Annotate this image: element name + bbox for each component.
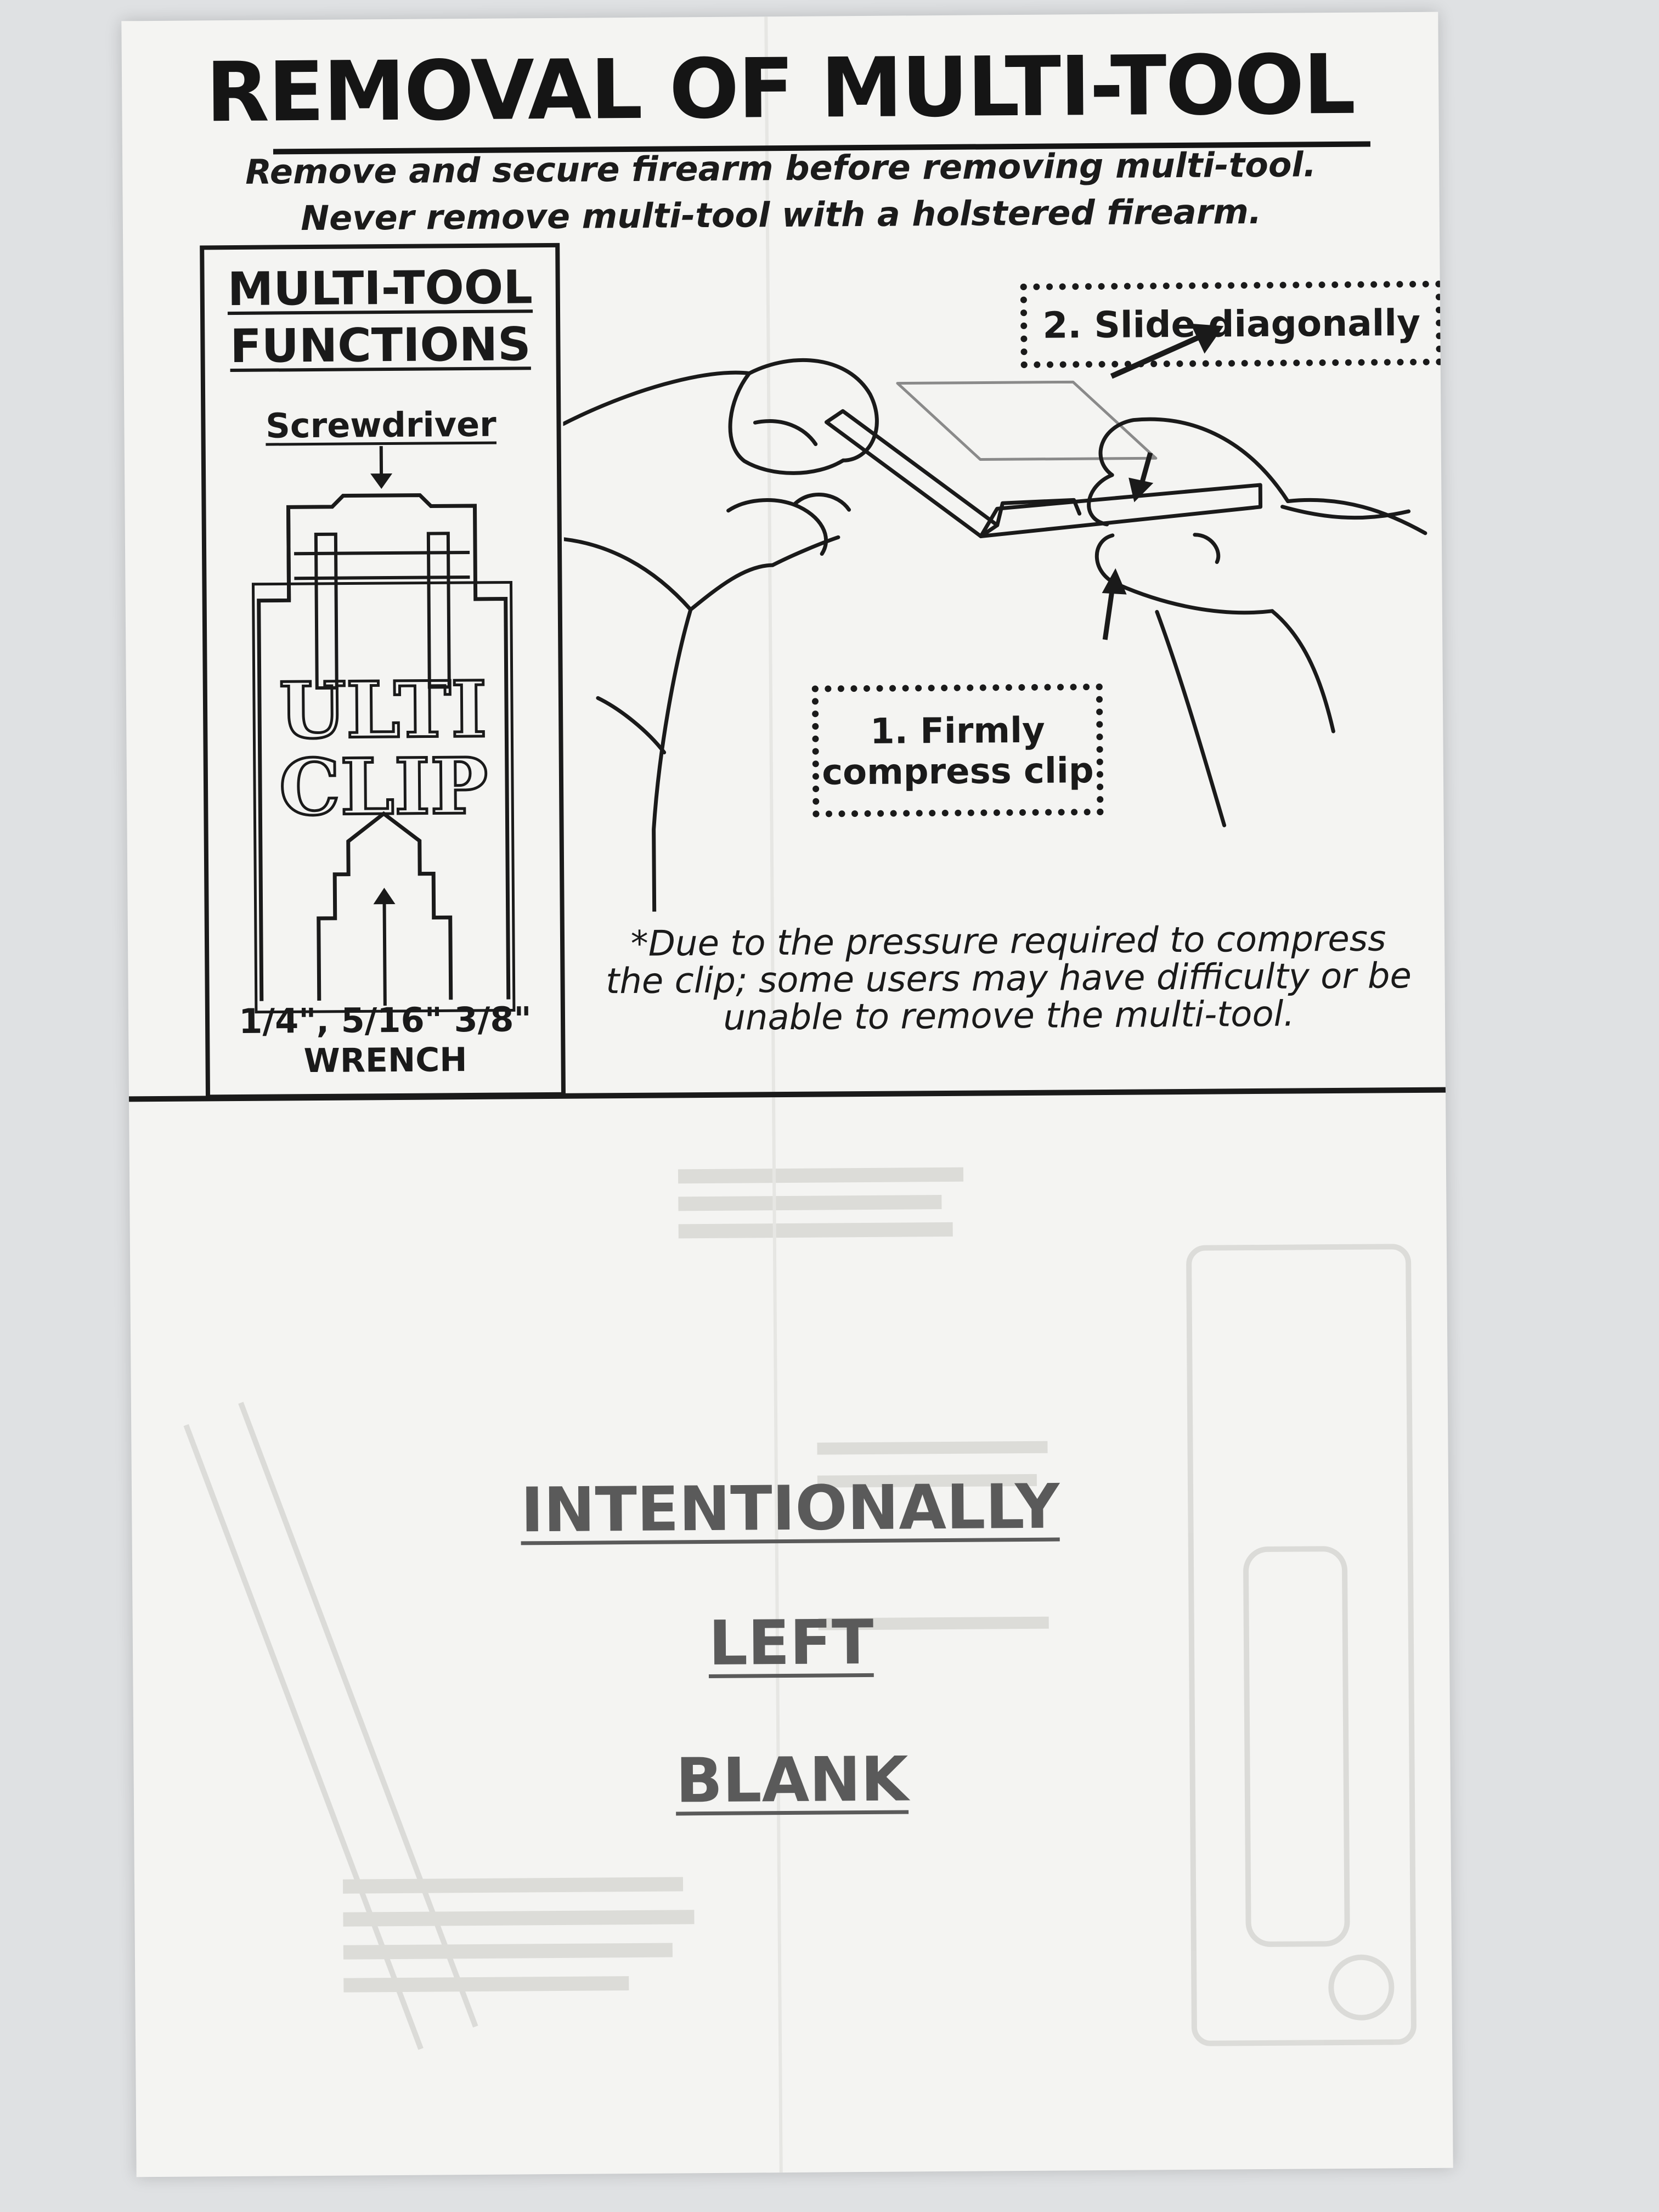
brand-line-1: ULTI bbox=[279, 665, 487, 757]
wrench-label: WRENCH bbox=[303, 1041, 467, 1081]
hands-removing-multi-tool-illustration bbox=[562, 323, 1427, 912]
page-title: REMOVAL OF MULTI-TOOL bbox=[205, 37, 1355, 141]
step-1-compress-callout: 1. Firmly compress clip bbox=[811, 683, 1104, 817]
reverse-side-show-through bbox=[183, 16, 1417, 2173]
wrench-sizes-label: 1/4", 5/16" 3/8" bbox=[239, 999, 532, 1041]
step-2-slide-callout: 2. Slide diagonally bbox=[1020, 280, 1443, 368]
ulti-clip-diagram: ULTI CLIP bbox=[251, 446, 516, 1014]
footnote-line-2: the clip; some users may have difficulty… bbox=[605, 956, 1412, 1002]
brand-line-2: CLIP bbox=[279, 742, 488, 833]
multi-tool-functions-box: MULTI-TOOL FUNCTIONS Screwdriver ULTI CL… bbox=[200, 242, 566, 1099]
blank-text: BLANK bbox=[675, 1743, 909, 1817]
pressure-footnote: *Due to the pressure required to compres… bbox=[583, 918, 1434, 1038]
instruction-sheet: REMOVAL OF MULTI-TOOL Remove and secure … bbox=[121, 12, 1453, 2177]
intentionally-text: INTENTIONALLY bbox=[520, 1471, 1060, 1547]
step-1-line-1: 1. Firmly bbox=[870, 710, 1045, 752]
left-text: LEFT bbox=[708, 1606, 874, 1680]
step-1-line-2: compress clip bbox=[821, 751, 1094, 793]
